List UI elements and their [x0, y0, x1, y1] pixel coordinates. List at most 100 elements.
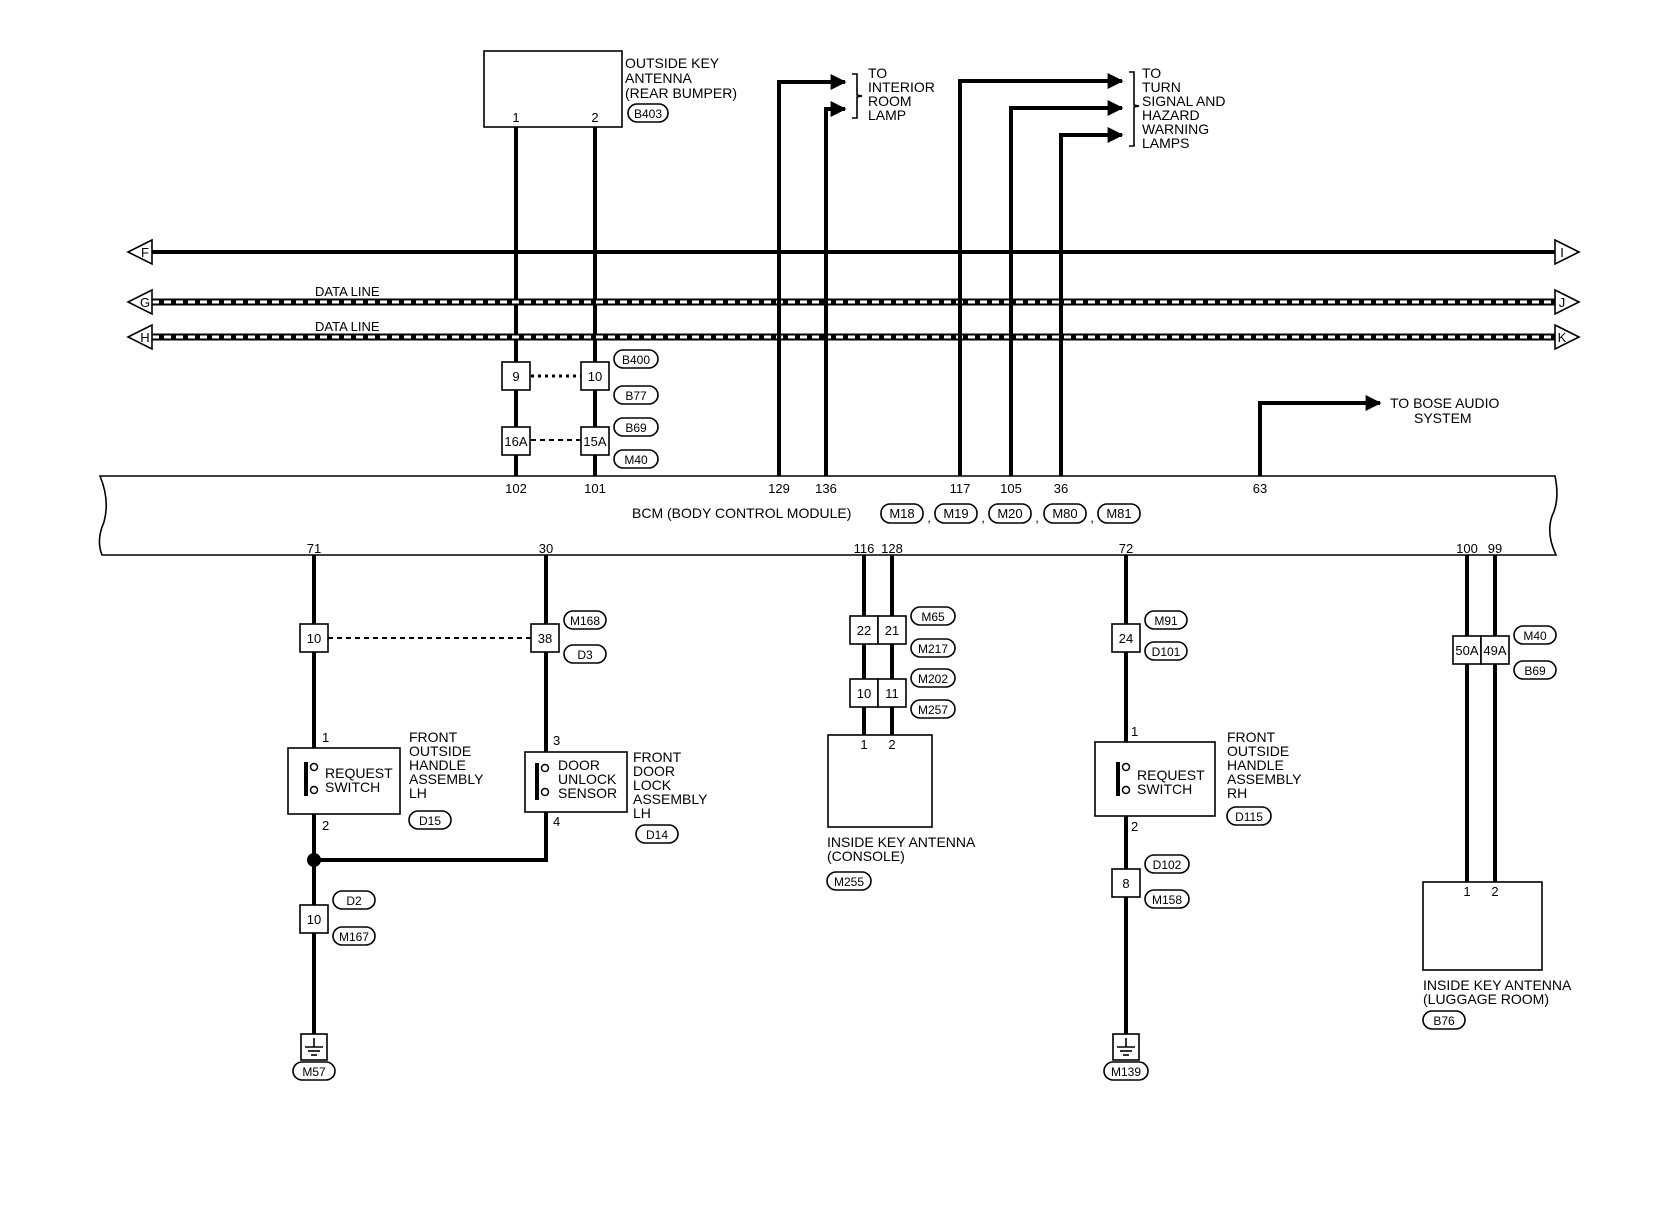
rh-label-line: RH — [1227, 785, 1247, 801]
cavity-label: 9 — [512, 369, 519, 384]
sensor-inner-label: SENSOR — [558, 785, 617, 801]
bus-end-label: F — [141, 245, 149, 260]
bcm-connector-label: M80 — [1052, 506, 1077, 521]
ground-icon — [300, 1033, 328, 1061]
lamp-label-line: TO — [868, 65, 887, 81]
bus-end-label: G — [140, 295, 150, 310]
antenna-pin: 1 — [1463, 884, 1470, 899]
door-label-line: FRONT — [633, 749, 682, 765]
bcm-top-pin: 117 — [950, 481, 971, 496]
luggage-antenna-circuit: 50A 49A M40 B69 1 2 INSIDE KEY ANTENNA (… — [1422, 555, 1572, 1030]
bcm-connector-separator: , — [981, 510, 985, 525]
sensor-inner-label: DOOR — [558, 757, 600, 773]
bcm-connector-label: M19 — [943, 506, 968, 521]
bcm-bottom-pin: 72 — [1119, 541, 1133, 556]
lh-circuit: 10 38 M168 D3 REQUEST SWITCH 1 2 FRONT O… — [287, 555, 708, 1081]
cavity-label: 10 — [307, 912, 321, 927]
switch-inner-label: SWITCH — [325, 779, 380, 795]
bose-label-line: SYSTEM — [1414, 410, 1472, 426]
bcm-connector-tag — [1043, 503, 1087, 524]
connector-tag: M91 — [1154, 614, 1178, 628]
bcm-bottom-pin: 71 — [307, 541, 321, 556]
connector-tag: D3 — [577, 648, 593, 662]
rh-label-line: OUTSIDE — [1227, 743, 1289, 759]
cavity-label: 16A — [504, 434, 527, 449]
sensor-pin: 3 — [553, 733, 560, 748]
door-label-line: DOOR — [633, 763, 675, 779]
bus-end-label: I — [1560, 245, 1564, 260]
antenna-pin-1: 1 — [512, 110, 519, 125]
bcm-connector-label: M18 — [889, 506, 914, 521]
bose-audio-feed: TO BOSE AUDIO SYSTEM — [1258, 395, 1500, 476]
ground-icon — [1112, 1033, 1140, 1061]
cavity-label: 49A — [1483, 643, 1506, 658]
interior-room-lamp-feed: TO INTERIOR ROOM LAMP — [777, 65, 935, 476]
cavity-label: 15A — [583, 434, 606, 449]
rh-label-line: FRONT — [1227, 729, 1276, 745]
bcm-connector-tag — [988, 503, 1032, 524]
sensor-inner-label: UNLOCK — [558, 771, 617, 787]
antenna-pin: 2 — [888, 737, 895, 752]
rh-label-line: ASSEMBLY — [1227, 771, 1302, 787]
bcm-connector-label: M81 — [1106, 506, 1131, 521]
bcm-connector-label: M20 — [997, 506, 1022, 521]
bus-arrow-right-icon — [1554, 288, 1581, 316]
antenna-label-line: (REAR BUMPER) — [625, 85, 737, 101]
turn-label-line: HAZARD — [1142, 107, 1200, 123]
connector-tag: M65 — [921, 610, 945, 624]
switch-inner-label: REQUEST — [1137, 767, 1205, 783]
bus-arrow-left-icon — [126, 238, 153, 266]
antenna-pin: 1 — [860, 737, 867, 752]
cavity-label: 38 — [538, 631, 552, 646]
connector-tag: M168 — [570, 614, 600, 628]
connector-tag: B69 — [1524, 664, 1546, 678]
bus-arrow-right-icon — [1554, 323, 1581, 351]
cavity-label: 11 — [885, 686, 899, 701]
connector-tag: M40 — [624, 453, 648, 467]
connector-tag: M158 — [1152, 893, 1182, 907]
bcm-top-pin: 136 — [815, 481, 837, 496]
bcm-label: BCM (BODY CONTROL MODULE) — [632, 505, 851, 521]
lh-label-line: LH — [409, 785, 427, 801]
cavity-label: 8 — [1122, 876, 1129, 891]
connector-tag: D15 — [419, 814, 441, 828]
console-label-line: (CONSOLE) — [827, 848, 905, 864]
lamp-label-line: ROOM — [868, 93, 912, 109]
bcm-connector-tag — [880, 503, 924, 524]
bcm-bottom-pin: 99 — [1488, 541, 1502, 556]
console-label-line: INSIDE KEY ANTENNA — [827, 834, 976, 850]
luggage-label-line: INSIDE KEY ANTENNA — [1423, 977, 1572, 993]
door-label-line: LOCK — [633, 777, 672, 793]
bus-label: DATA LINE — [315, 284, 380, 299]
switch-inner-label: REQUEST — [325, 765, 393, 781]
sensor-pin: 4 — [553, 814, 560, 829]
rh-circuit: 24 M91 D101 REQUEST SWITCH 1 2 FRONT OUT… — [1094, 555, 1302, 1081]
turn-signal-feed: TO TURN SIGNAL AND HAZARD WARNING LAMPS — [958, 65, 1226, 476]
bcm-connector-separator: , — [927, 510, 931, 525]
antenna-pin: 2 — [1491, 884, 1498, 899]
bus-arrow-left-icon — [126, 323, 153, 351]
bcm-top-pin: 102 — [505, 481, 527, 496]
bus-label: DATA LINE — [315, 319, 380, 334]
switch-pin: 2 — [322, 818, 329, 833]
bus-arrow-left-icon — [126, 288, 153, 316]
bus-arrow-right-icon — [1554, 238, 1581, 266]
ground-tag: M139 — [1111, 1065, 1141, 1079]
connector-tag: B76 — [1433, 1014, 1455, 1028]
luggage-label-line: (LUGGAGE ROOM) — [1423, 991, 1549, 1007]
turn-label-line: TURN — [1142, 79, 1181, 95]
bcm-top-pin: 36 — [1054, 481, 1068, 496]
antenna-label-line: ANTENNA — [625, 70, 693, 86]
lh-label-line: OUTSIDE — [409, 743, 471, 759]
bose-label-line: TO BOSE AUDIO — [1390, 395, 1500, 411]
switch-pin: 2 — [1131, 819, 1138, 834]
cavity-label: 50A — [1455, 643, 1478, 658]
turn-label-line: SIGNAL AND — [1142, 93, 1226, 109]
antenna-pin-2: 2 — [591, 110, 598, 125]
antenna-label-line: OUTSIDE KEY — [625, 55, 720, 71]
bus-end-label: H — [140, 330, 149, 345]
rear-joint-connectors: 9 10 16A 15A B400 B77 B69 M40 — [501, 349, 659, 469]
connector-tag: D115 — [1235, 810, 1263, 824]
